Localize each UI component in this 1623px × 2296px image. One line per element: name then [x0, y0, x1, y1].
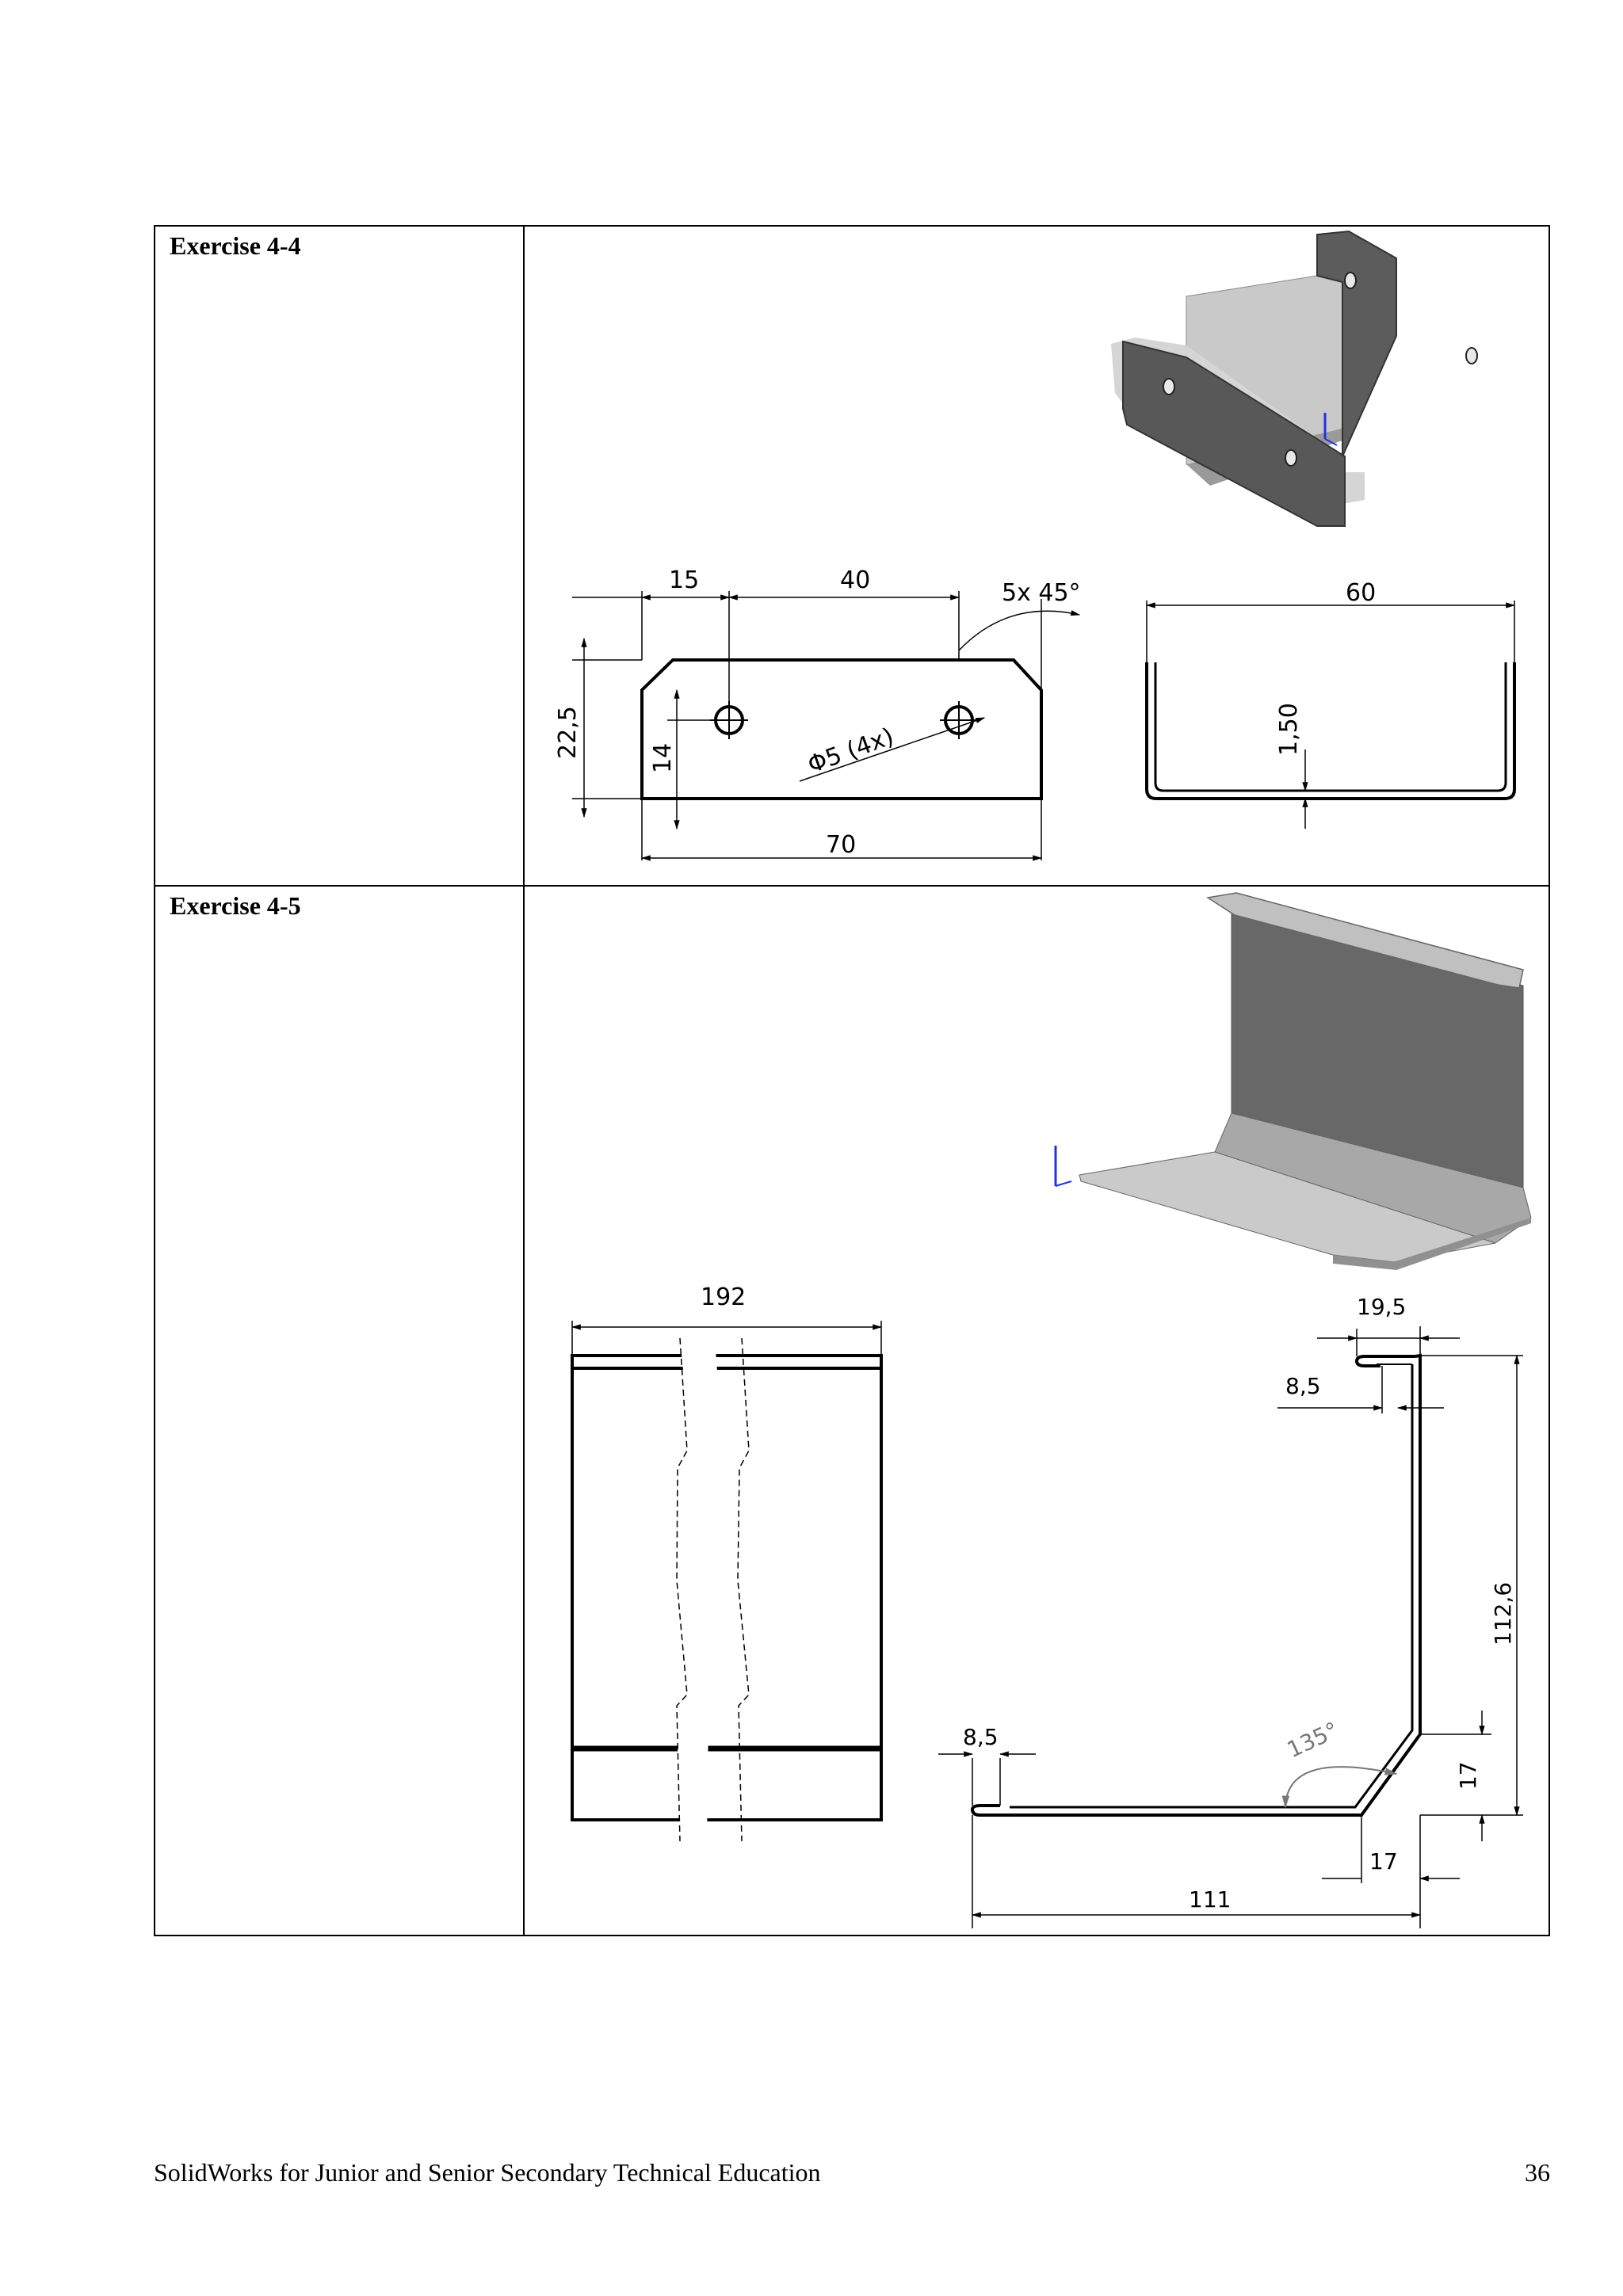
dim-hole-diameter: Φ5 (4x) [804, 723, 898, 779]
dim-1-50: 1,50 [1275, 703, 1303, 756]
page-number: 36 [1525, 2158, 1550, 2187]
dim-22-5: 22,5 [554, 706, 582, 759]
dim-40: 40 [840, 566, 870, 594]
dim-192: 192 [701, 1283, 746, 1311]
angle-arc [1281, 1765, 1398, 1809]
dim-111: 111 [1189, 1886, 1231, 1913]
dim-70: 70 [826, 831, 856, 859]
dim-17-horizontal: 17 [1369, 1848, 1398, 1875]
exercise-4-5-label-cell: Exercise 4-5 [154, 884, 525, 1937]
exercise-4-4-drawing-cell: 15 40 5x 45° 22,5 14 Φ5 (4x) 70 60 [523, 225, 1550, 887]
footer-title: SolidWorks for Junior and Senior Seconda… [154, 2158, 821, 2187]
dim-17-vertical: 17 [1455, 1761, 1481, 1790]
exercise-4-5-drawing-cell: 192 [523, 884, 1550, 1937]
dim-angle-135: 135° [1283, 1717, 1342, 1763]
dim-112-6: 112,6 [1490, 1582, 1516, 1646]
dim-8-5-top: 8,5 [1285, 1373, 1321, 1399]
dim-chamfer: 5x 45° [1002, 579, 1081, 607]
dim-60: 60 [1346, 579, 1376, 607]
z-profile-section-view [938, 1325, 1523, 1928]
exercise-table: Exercise 4-4 [154, 225, 1550, 1937]
u-channel-side-view [1145, 601, 1516, 829]
exercise-4-4-drawing: 15 40 5x 45° 22,5 14 Φ5 (4x) 70 60 [554, 230, 1516, 861]
z-profile-top-view [571, 1320, 883, 1841]
dim-14: 14 [649, 743, 677, 773]
u-channel-front-view [572, 591, 1081, 861]
z-profile-3d-view [1054, 891, 1532, 1270]
dim-15: 15 [669, 566, 699, 594]
exercise-4-5-drawing: 192 [571, 891, 1532, 1928]
exercise-4-4-label-cell: Exercise 4-4 [154, 225, 525, 887]
dim-8-5-bottom: 8,5 [963, 1724, 999, 1750]
exercise-4-4-title: Exercise 4-4 [170, 231, 301, 260]
u-channel-3d-view [1111, 230, 1478, 527]
dim-19-5: 19,5 [1357, 1294, 1406, 1320]
exercise-4-5-title: Exercise 4-5 [170, 891, 301, 920]
